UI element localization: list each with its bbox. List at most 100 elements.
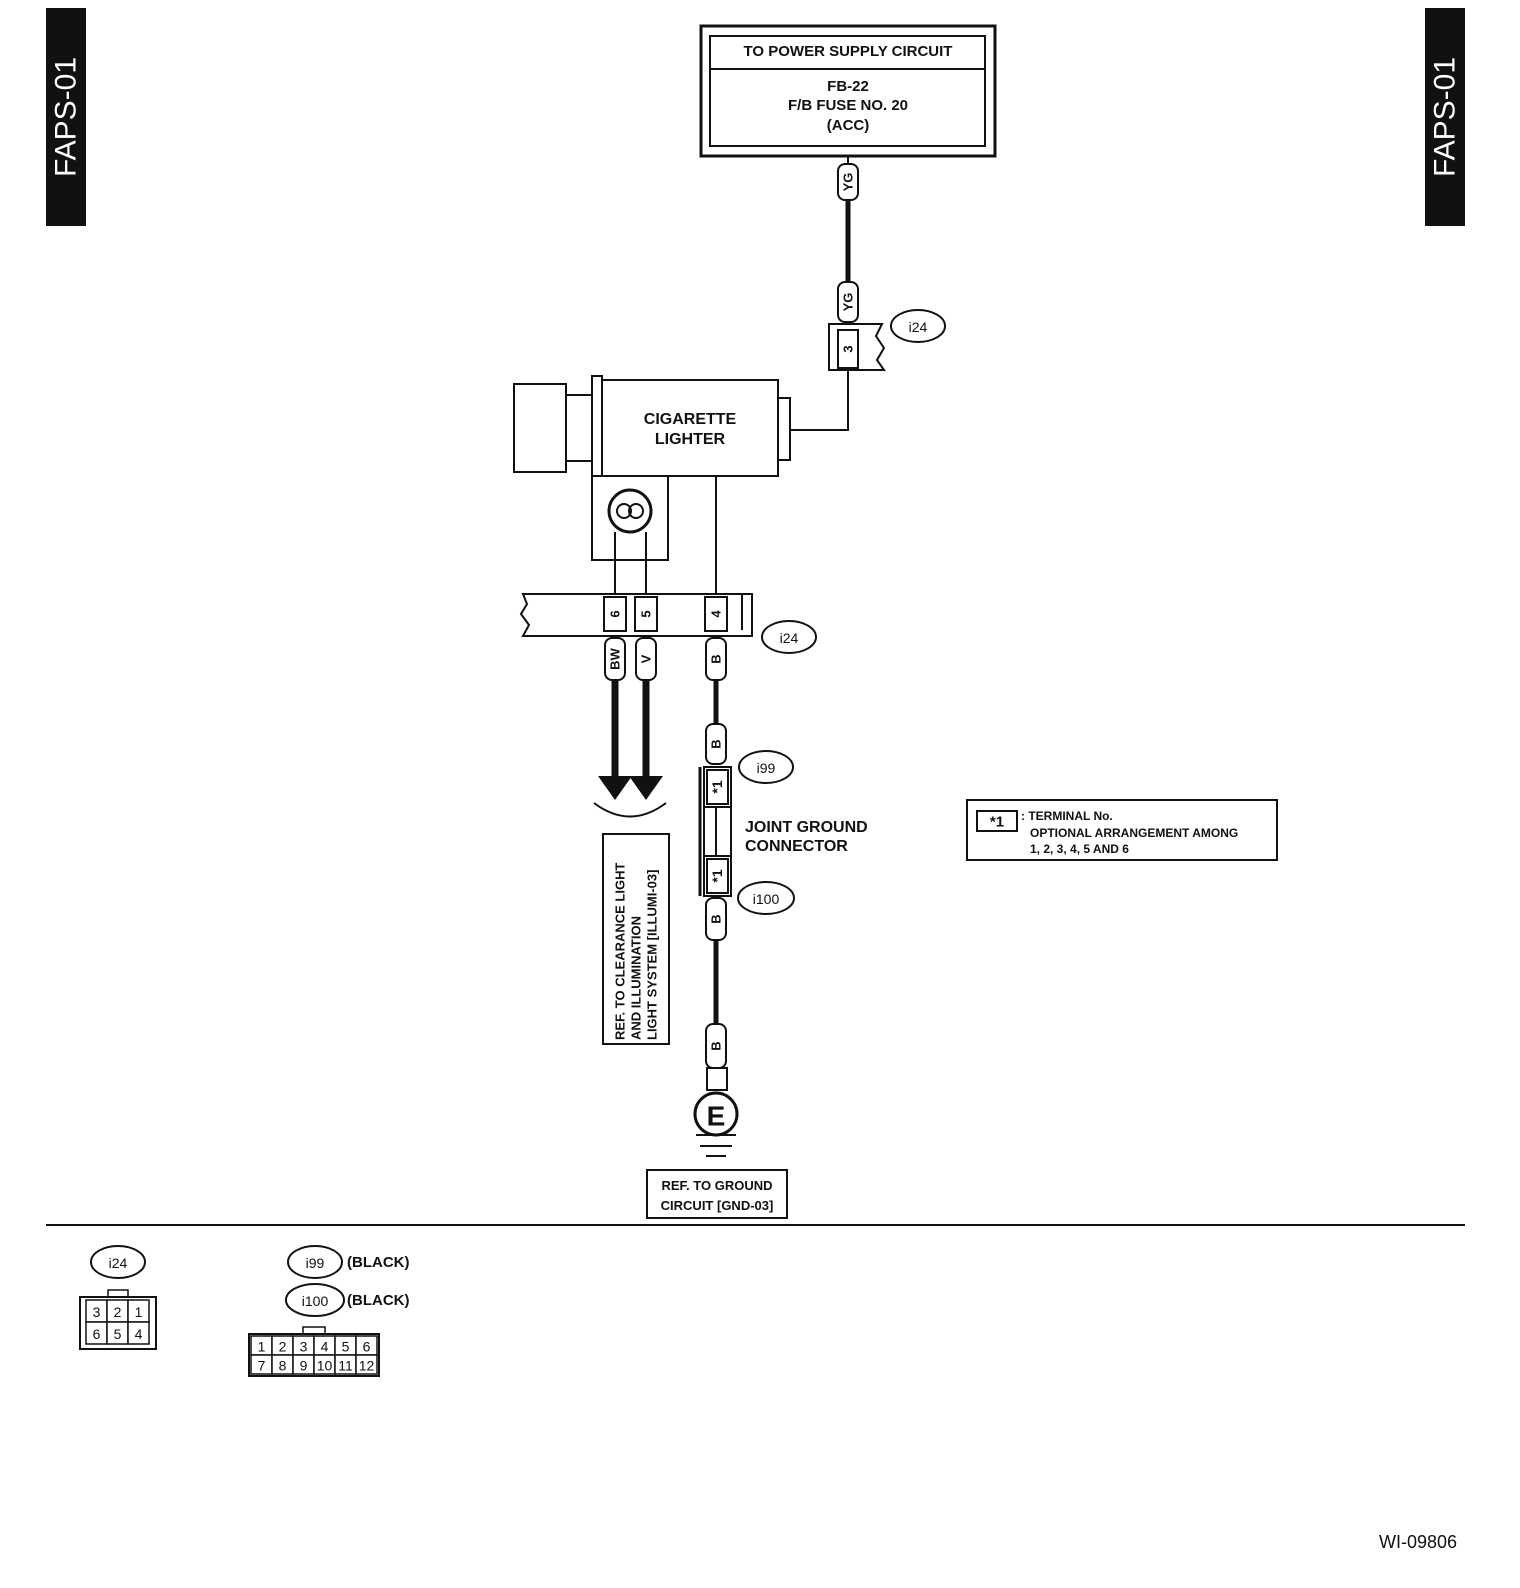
legend-i99: i99 (BLACK) (287, 1245, 409, 1279)
connector-i24-mid: 6 5 4 (519, 593, 753, 637)
legend-i24-pin-number: 1 (135, 1304, 143, 1320)
wire-label-b-pin4: B (705, 637, 727, 681)
power-box-header: TO POWER SUPPLY CIRCUIT (744, 43, 953, 60)
joint-ground-label-line1: JOINT GROUND (745, 819, 868, 836)
wire-label-yg-top: YG (837, 163, 859, 201)
legend-i24-id: i24 (109, 1255, 128, 1271)
wire-label-yg-bottom: YG (837, 281, 859, 323)
joint-pin-top-label: *1 (709, 780, 725, 793)
supply-to-lighter-wire (790, 370, 849, 431)
wire-color-b-i100: B (709, 914, 724, 923)
connector-id-text-i24-mid: i24 (780, 630, 799, 646)
pin-5-label: 5 (639, 610, 654, 617)
power-supply-box: TO POWER SUPPLY CIRCUIT FB-22 F/B FUSE N… (699, 24, 997, 158)
ref-ground-line1: REF. TO GROUND (662, 1178, 773, 1193)
legend-i24-pin-number: 6 (93, 1326, 101, 1342)
power-box-line1: FB-22 (827, 78, 869, 95)
ref-ground-box: REF. TO GROUND CIRCUIT [GND-03] (646, 1169, 788, 1219)
note-tag: *1 (990, 814, 1004, 831)
arrow-down-icon (598, 776, 632, 800)
ref-illumi-line3: LIGHT SYSTEM [ILLUMI-03] (645, 870, 660, 1040)
joint-pin-bottom-label: *1 (709, 869, 725, 882)
note-line1: : TERMINAL No. (1021, 809, 1113, 823)
power-box-line2: F/B FUSE NO. 20 (788, 97, 908, 114)
wire-color-yg-top: YG (841, 173, 856, 192)
legend-joint-pin-number: 1 (258, 1339, 266, 1355)
note-line3: 1, 2, 3, 4, 5 AND 6 (1030, 842, 1129, 856)
ref-illumination-box: REF. TO CLEARANCE LIGHT AND ILLUMINATION… (602, 833, 670, 1045)
connector-id-text-i100: i100 (753, 891, 780, 907)
ref-illumi-line1: REF. TO CLEARANCE LIGHT (613, 863, 628, 1040)
ref-illumi-line2: AND ILLUMINATION (629, 916, 644, 1040)
connector-id-text-i24-top: i24 (909, 319, 928, 335)
note-line2: OPTIONAL ARRANGEMENT AMONG (1030, 826, 1238, 840)
power-box-line3: (ACC) (827, 117, 870, 134)
wire-color-b-pin4: B (709, 654, 724, 663)
legend-joint-pin-number: 2 (279, 1339, 287, 1355)
legend-i24-pin-number: 5 (114, 1326, 122, 1342)
left-tab-label: FAPS-01 (50, 57, 83, 177)
connector-id-i24-mid: i24 (761, 620, 817, 654)
wire-label-b-i100: B (705, 897, 727, 941)
arrow-down-icon (629, 776, 663, 800)
legend-joint-pin-number: 3 (300, 1339, 308, 1355)
legend-joint-pin-number: 9 (300, 1358, 308, 1374)
legend-i24-pin-number: 3 (93, 1304, 101, 1320)
connector-id-i99: i99 (738, 750, 794, 784)
bracket-curve (593, 802, 667, 818)
wire-label-v: V (635, 637, 657, 681)
legend-joint-pin-number: 12 (359, 1358, 375, 1374)
legend-joint-pin-number: 6 (363, 1339, 371, 1355)
pin-3-label: 3 (841, 345, 856, 352)
legend-i100-color: (BLACK) (347, 1292, 409, 1309)
wire-color-bw: BW (608, 647, 623, 669)
legend-i100-id: i100 (302, 1293, 329, 1309)
legend-joint-pin-number: 11 (338, 1358, 353, 1374)
legend-joint-pin-number: 5 (342, 1339, 350, 1355)
wire-label-b-ground: B (705, 1023, 727, 1069)
ref-ground-line2: CIRCUIT [GND-03] (661, 1198, 774, 1213)
legend-i24-pin-number: 4 (135, 1326, 143, 1342)
ground-terminal (706, 1067, 728, 1091)
connector-id-i100: i100 (737, 881, 795, 915)
wire-color-b-i99: B (709, 739, 724, 748)
legend-joint-pin-number: 10 (317, 1358, 333, 1374)
joint-ground-connector: *1 *1 (698, 766, 732, 897)
wire-color-b-ground: B (709, 1041, 724, 1050)
legend-i99-id: i99 (306, 1255, 325, 1271)
illumination-bulb-icon (607, 488, 653, 594)
right-page-tab: FAPS-01 (1425, 8, 1465, 226)
connector-id-text-i99: i99 (757, 760, 776, 776)
cigarette-lighter: CIGARETTE LIGHTER (513, 375, 791, 561)
ground-icon: E (693, 1091, 739, 1157)
lighter-label-line2: LIGHTER (655, 431, 726, 448)
legend-joint-pin-number: 4 (321, 1339, 329, 1355)
legend-i100: i100 (BLACK) (285, 1283, 409, 1317)
connector-i24-top: 3 (828, 323, 886, 371)
pin-4-label: 4 (709, 610, 724, 618)
wire-color-v: V (639, 654, 654, 663)
figure-id: WI-09806 (1379, 1532, 1457, 1552)
joint-ground-label-line2: CONNECTOR (745, 838, 848, 855)
connector-id-i24-top: i24 (890, 309, 946, 343)
wire-label-b-i99: B (705, 723, 727, 765)
terminal-note-box: *1 : TERMINAL No. OPTIONAL ARRANGEMENT A… (966, 799, 1278, 861)
legend-i99-color: (BLACK) (347, 1254, 409, 1271)
legend-i24-cell (127, 1321, 150, 1345)
ground-symbol-letter: E (707, 1101, 726, 1132)
legend-joint-cell (355, 1354, 378, 1375)
left-page-tab: FAPS-01 (46, 8, 86, 226)
wire-color-yg-bottom: YG (841, 293, 856, 312)
lighter-label-line1: CIGARETTE (644, 411, 737, 428)
legend-joint-pin-number: 8 (279, 1358, 287, 1374)
pin-6-label: 6 (608, 610, 623, 617)
legend-joint-pin-number: 7 (258, 1358, 266, 1374)
legend-i24-pin-number: 2 (114, 1304, 122, 1320)
right-tab-label: FAPS-01 (1429, 57, 1462, 177)
wire-label-bw: BW (604, 637, 626, 681)
